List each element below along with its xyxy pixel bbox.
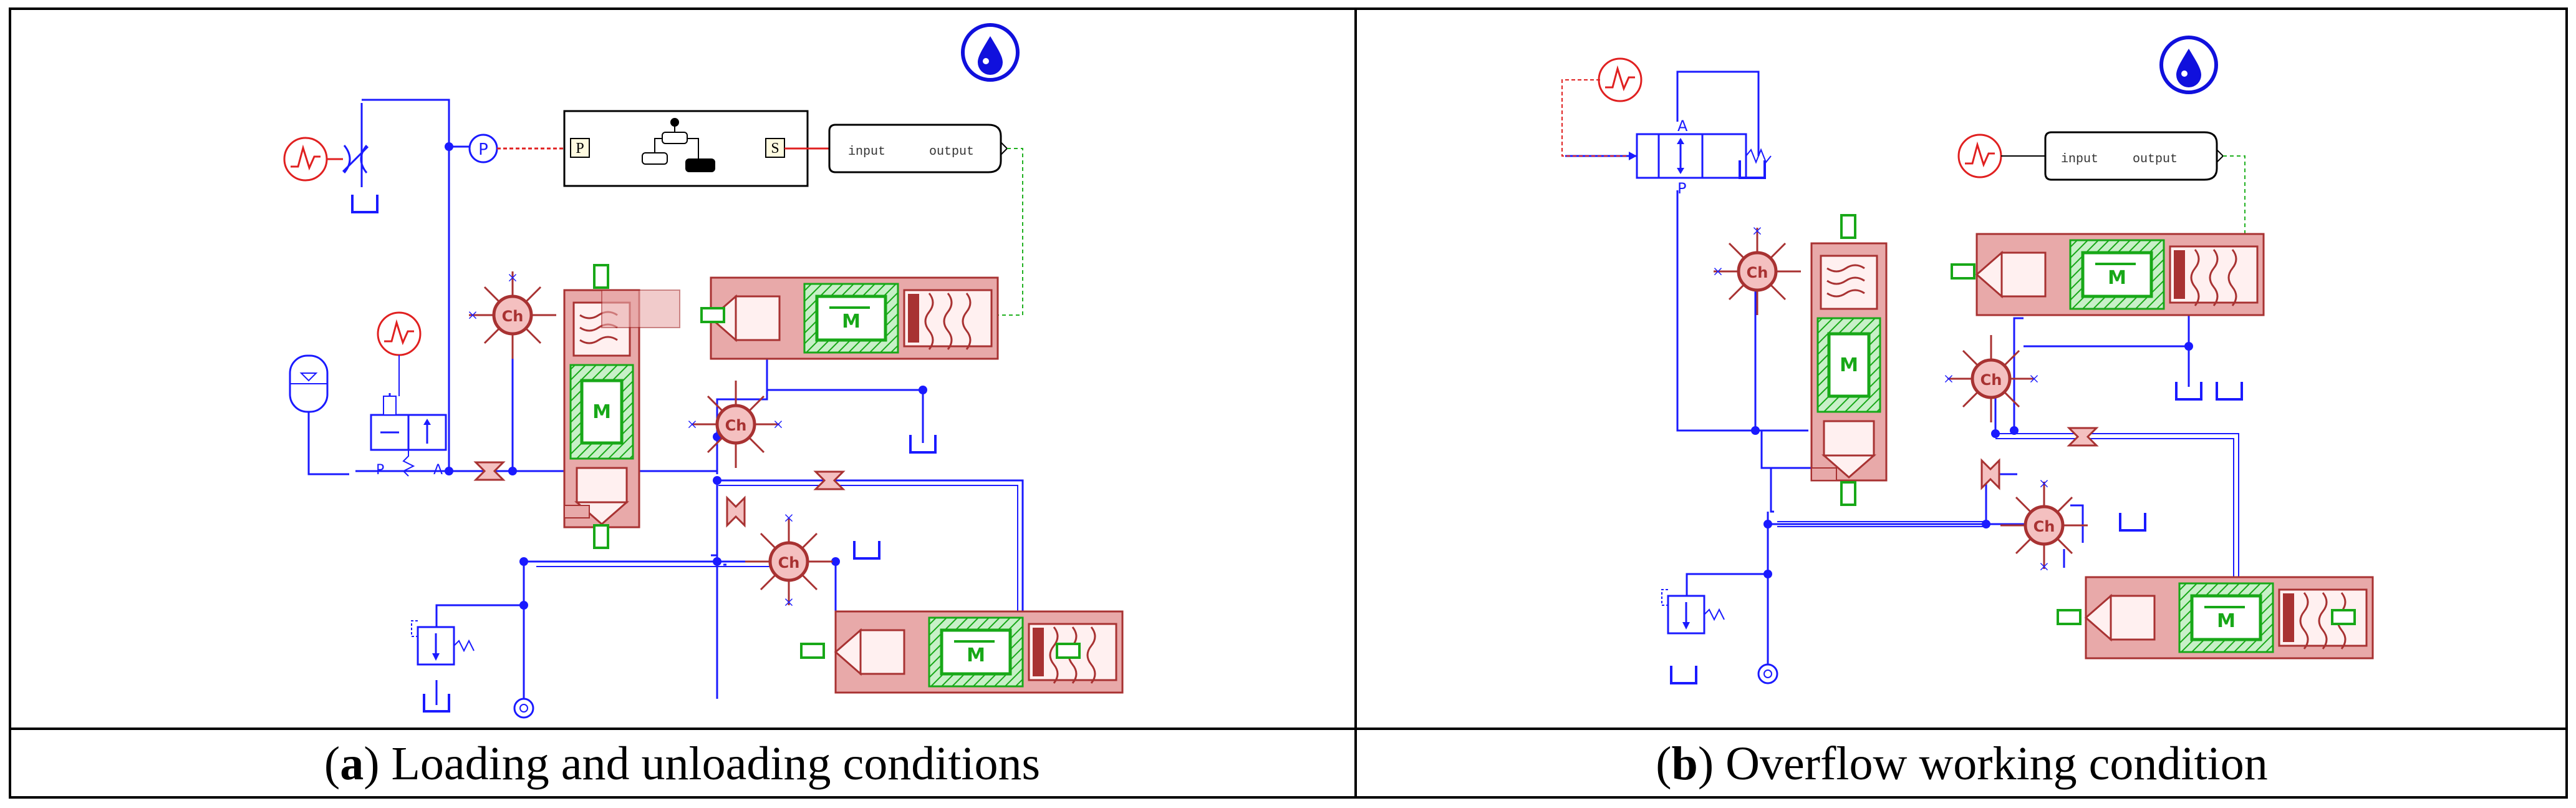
caption-a-text: Loading and unloading conditions [379,737,1041,790]
svg-text:×: × [1944,369,1954,389]
svg-text:Ch: Ch [2033,518,2055,535]
svg-text:S: S [771,140,779,157]
table-border [9,7,2568,799]
svg-text:P: P [576,140,584,157]
svg-text:A: A [1677,117,1688,135]
svg-text:Ch: Ch [1747,264,1768,281]
caption-a-letter: a [340,737,364,790]
svg-text:×: × [784,508,794,528]
svg-text:Ch: Ch [778,554,800,572]
svg-text:A: A [433,462,443,478]
svg-text:Ch: Ch [502,308,524,325]
svg-text:Ch: Ch [725,417,747,434]
svg-text:×: × [2039,474,2050,494]
svg-text:×: × [468,305,478,326]
converter-block-b [2044,131,2218,181]
svg-text:input: input [848,145,885,159]
svg-text:×: × [1752,221,1763,241]
converter-block [828,124,1002,173]
svg-text:×: × [2029,369,2040,389]
svg-text:P: P [1677,180,1686,197]
svg-text:×: × [1713,261,1724,282]
svg-text:×: × [508,268,518,288]
panel-b-diagram: A P input output Ch × × Ch × × [1561,37,2373,684]
svg-text:input: input [2061,152,2098,167]
fluid-properties-icon [963,25,1018,80]
svg-text:×: × [784,592,794,613]
svg-text:P: P [376,462,384,478]
svg-text:P: P [478,140,488,159]
svg-text:Ch: Ch [1980,371,2002,389]
svg-text:×: × [2039,557,2050,577]
caption-a: (a) Loading and unloading conditions [324,737,1041,790]
caption-b: (b) Overflow working condition [1656,737,2268,790]
svg-text:output: output [2133,152,2178,167]
caption-b-text: Overflow working condition [1714,737,2268,790]
caption-b-letter: b [1671,737,1698,790]
fluid-properties-icon-b [2161,37,2216,92]
svg-text:output: output [929,145,974,159]
svg-text:×: × [687,414,698,435]
panel-a-diagram: P P S input output [283,25,1122,719]
svg-text:×: × [773,414,784,435]
